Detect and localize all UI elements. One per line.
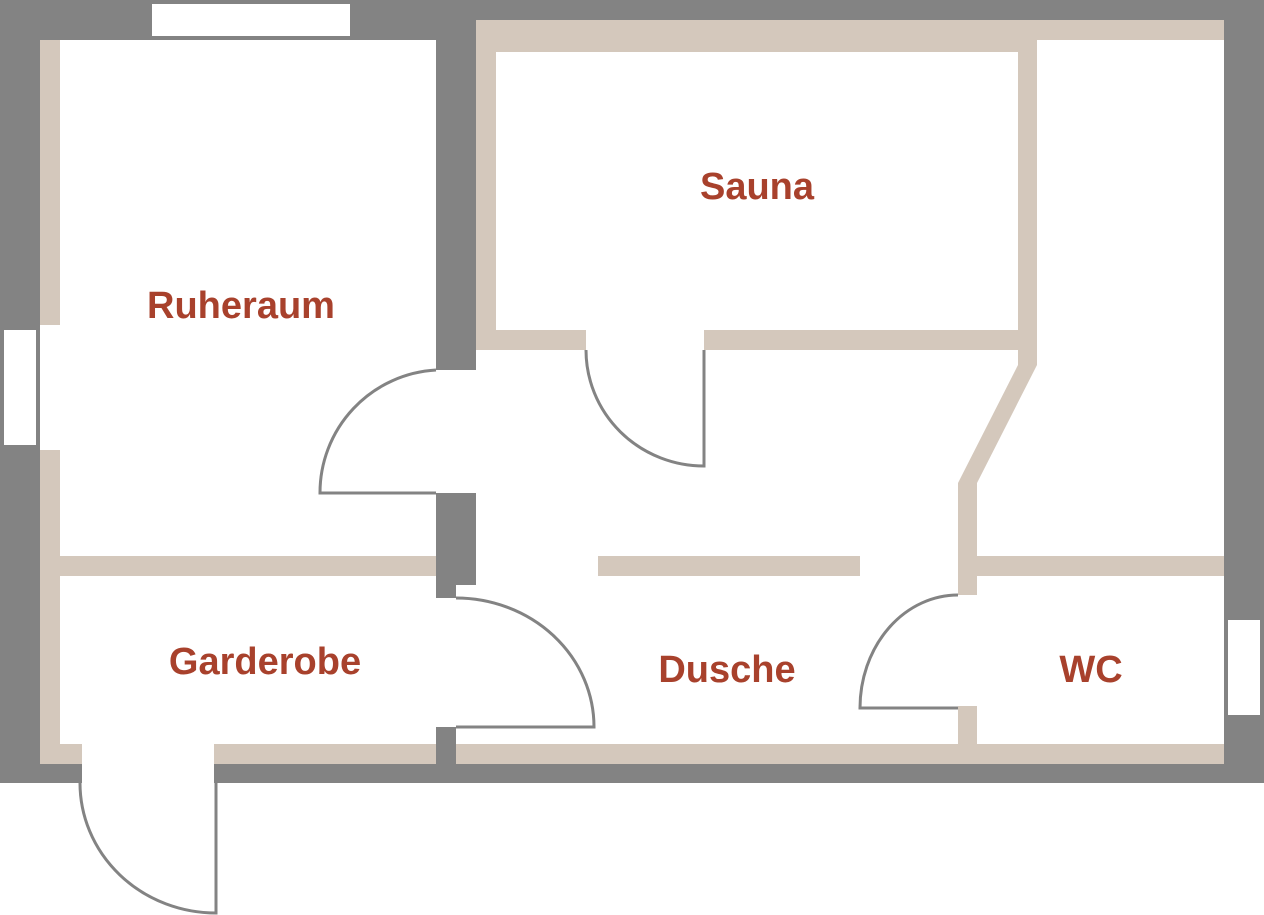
window-right [1228,620,1260,715]
window-left [4,330,36,445]
entrance-door[interactable] [78,782,218,915]
room-label-ruheraum: Ruheraum [147,285,335,327]
room-label-garderobe: Garderobe [169,641,361,683]
garderobe-door-opening [436,598,456,727]
window-top [152,4,350,36]
ruheraum-door-opening [436,370,476,493]
sauna-door[interactable] [584,349,706,468]
left-interior [40,40,436,764]
inner-walls [40,20,1224,764]
garderobe-wall-gap [456,585,476,764]
garderobe-door[interactable] [455,596,596,729]
ruheraum-door[interactable] [318,368,437,495]
room-label-dusche: Dusche [658,649,795,691]
room-label-wc: WC [1059,649,1122,691]
room-label-sauna: Sauna [700,166,815,208]
right-interior [476,20,1224,764]
wc-door[interactable] [858,593,959,710]
entrance-opening [82,744,214,783]
